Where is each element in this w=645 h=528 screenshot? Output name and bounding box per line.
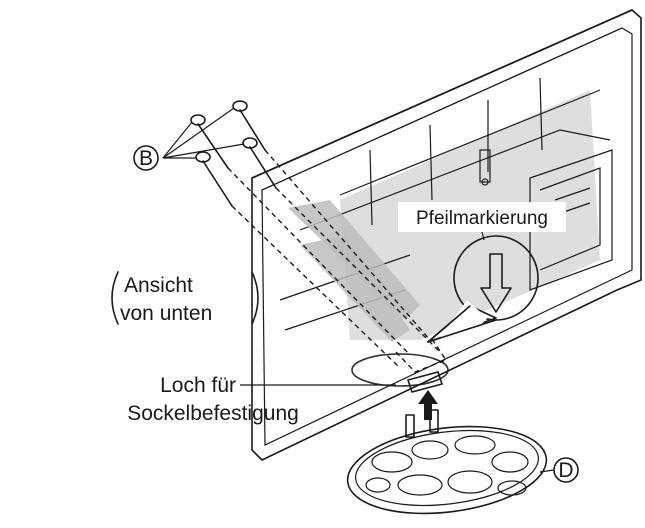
screw-4 [242, 137, 277, 189]
hole-line-1: Loch für [160, 374, 236, 397]
arrow-up-icon [418, 390, 438, 420]
tv-back-panel [251, 9, 642, 461]
arrow-marking-label: Pfeilmarkierung [416, 208, 548, 229]
view-note: Ansicht von unten [111, 271, 259, 325]
view-line-2: von unten [120, 302, 212, 325]
screw-guide-bands [288, 200, 420, 342]
stand-base-d [346, 353, 548, 515]
view-line-1: Ansicht [124, 274, 193, 297]
screw-1 [190, 114, 229, 169]
screws-label: B [139, 147, 153, 170]
mounting-hole-note: Loch für Sockelbefestigung [127, 374, 396, 425]
stand-label: D [558, 459, 573, 482]
screw-2 [232, 100, 266, 151]
arrow-marking-callout [427, 235, 539, 343]
screw-3 [195, 151, 233, 207]
screw-trajectories [227, 149, 448, 373]
hole-line-2: Sockelbefestigung [127, 402, 299, 425]
screws-b [162, 100, 277, 207]
arrow-down-icon [480, 253, 512, 313]
